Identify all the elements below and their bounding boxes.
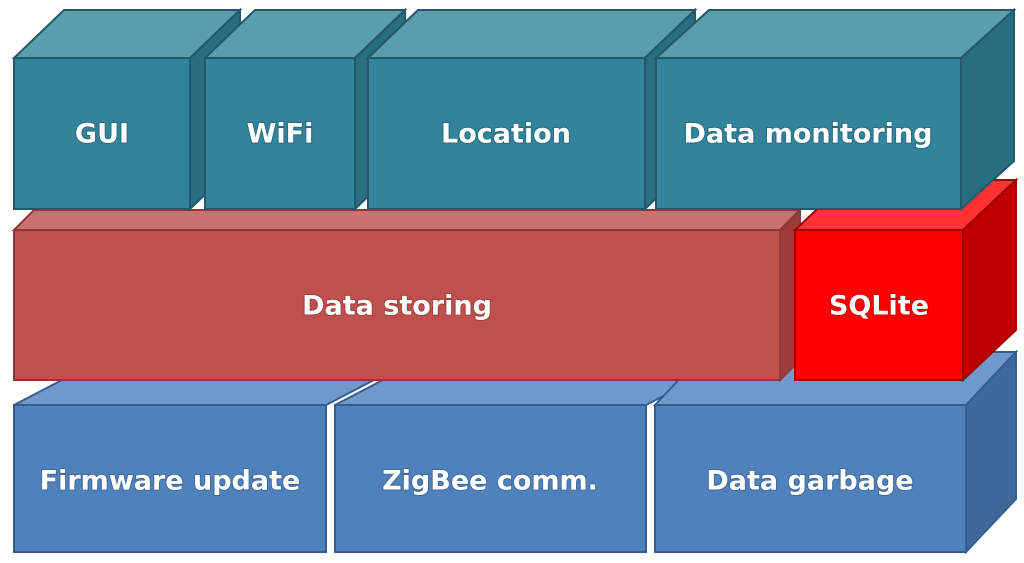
block-label: GUI [75, 119, 129, 150]
block-top-face [365, 9, 698, 59]
block-top-face [653, 9, 1017, 59]
block-label: ZigBee comm. [382, 466, 598, 497]
block-front-face [655, 57, 962, 210]
block-data-garbage: Data garbage [652, 349, 1019, 555]
block-front-face [13, 404, 327, 553]
block-top-face [11, 209, 803, 231]
block-front-face [204, 57, 356, 210]
layer-storage: Data storing SQLite [11, 177, 1019, 383]
block-front-face [367, 57, 646, 210]
block-top-face [334, 379, 695, 406]
block-front-face [13, 57, 191, 210]
block-front-face [794, 229, 964, 381]
block-label: Data garbage [706, 466, 913, 497]
block-location: Location [365, 7, 698, 212]
block-label: WiFi [247, 119, 314, 150]
block-label: Data monitoring [684, 119, 933, 150]
block-top-face [13, 379, 375, 406]
block-label: Data storing [302, 291, 492, 322]
block-label: SQLite [829, 291, 929, 322]
block-zigbee-comm: ZigBee comm. [334, 379, 695, 553]
block-label: Firmware update [40, 466, 301, 497]
block-data-monitoring: Data monitoring [653, 7, 1017, 212]
block-firmware-update: Firmware update [13, 379, 375, 553]
layer-system: Firmware update ZigBee comm. Data garbag… [13, 349, 1019, 555]
block-front-face [13, 229, 781, 381]
layer-application: GUI WiFi Location Data monitoring [11, 7, 1017, 212]
block-front-face [654, 404, 967, 553]
block-label: Location [441, 119, 571, 150]
block-front-face [334, 404, 647, 553]
block-data-storing: Data storing [11, 207, 803, 383]
